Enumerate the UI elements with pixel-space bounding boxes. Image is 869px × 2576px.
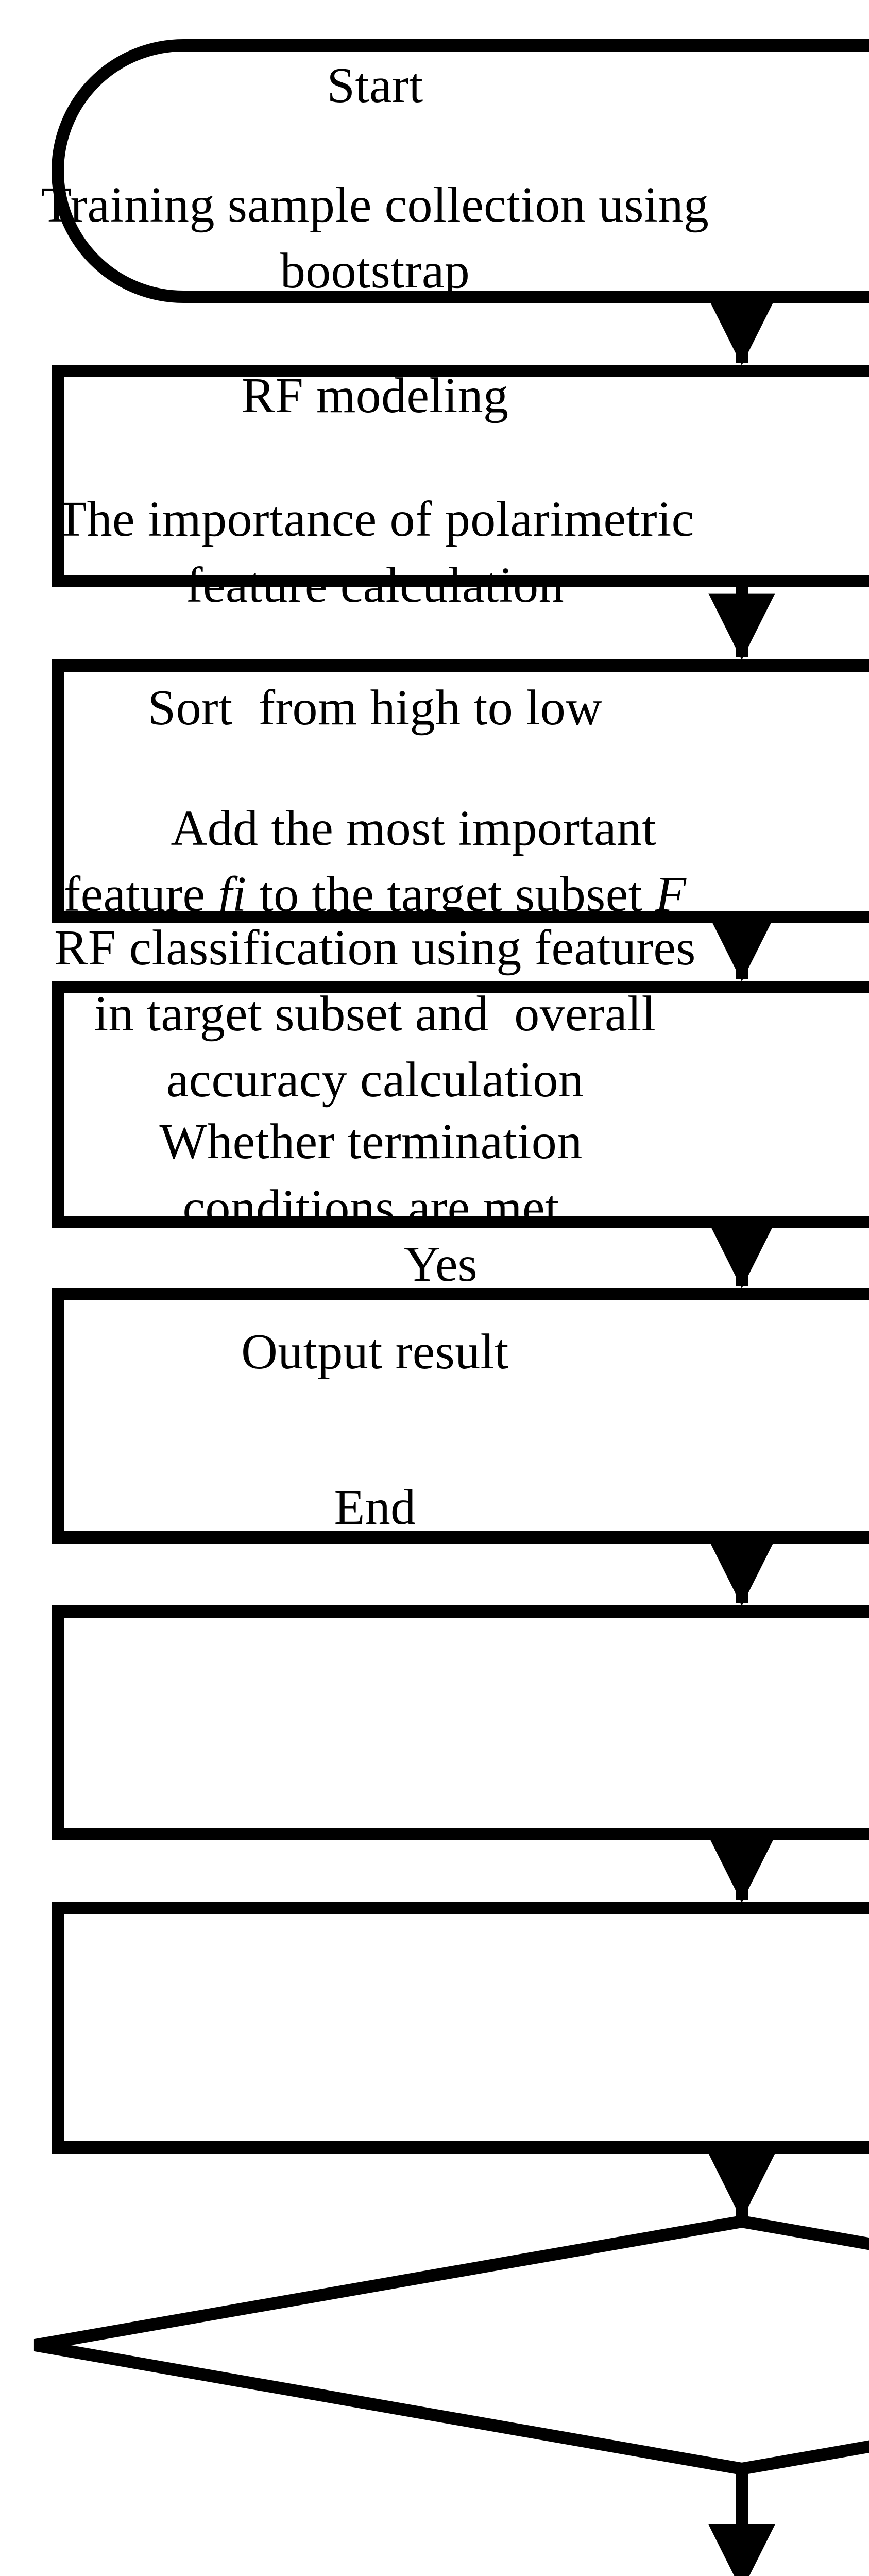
node-shape-rf-classification[interactable]	[52, 1902, 869, 2154]
node-shape-add-feature[interactable]	[52, 1605, 869, 1840]
node-shape-decision[interactable]	[33, 2215, 869, 2476]
edge-label-yes: Yes	[404, 1235, 478, 1292]
node-shape-bootstrap[interactable]	[52, 365, 869, 587]
node-shape-start[interactable]	[52, 39, 869, 303]
node-shape-importance[interactable]	[52, 981, 869, 1228]
node-shape-sort[interactable]	[52, 1288, 869, 1544]
node-shape-rf-modeling[interactable]	[52, 659, 869, 923]
flowchart-canvas: Start Training sample collection using b…	[33, 39, 869, 2576]
